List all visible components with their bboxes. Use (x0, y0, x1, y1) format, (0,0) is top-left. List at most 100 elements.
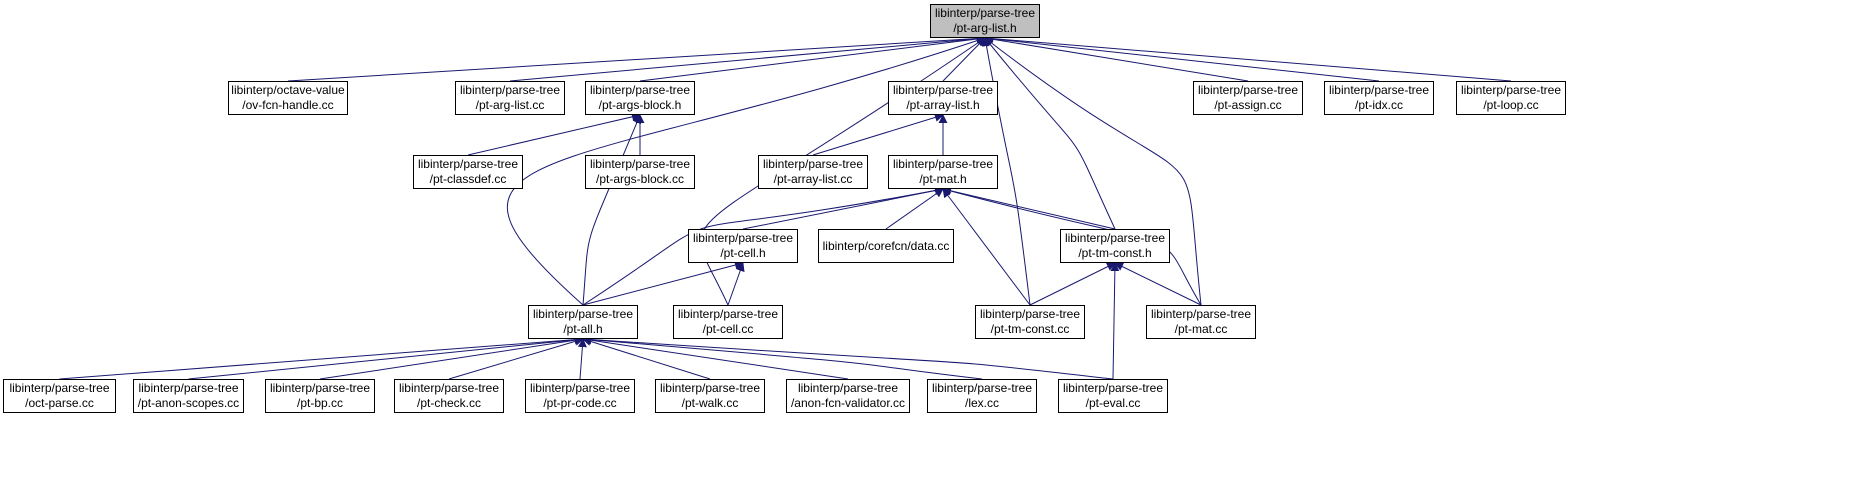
node-label-line2: /pt-check.cc (416, 396, 482, 410)
edge-pt_array_list_cc-to-pt_array_list_h (812, 113, 944, 156)
node-pt-array-list-cc[interactable]: libinterp/parse-tree /pt-array-list.cc (758, 155, 868, 189)
node-label-line2: /pt-tm-const.h (1078, 246, 1152, 260)
node-pt-loop-cc[interactable]: libinterp/parse-tree /pt-loop.cc (1456, 81, 1566, 115)
node-label-line2: /pt-classdef.cc (429, 172, 507, 186)
edge-pt_walk_cc-to-pt_all_h (582, 337, 711, 380)
node-label-line2: /pt-cell.cc (702, 322, 754, 336)
node-pt-all-h[interactable]: libinterp/parse-tree /pt-all.h (528, 305, 638, 339)
edge-anon_fcn_validator_cc-to-pt_all_h (582, 335, 849, 380)
node-label-line2: /pt-all.h (563, 322, 603, 336)
node-label-line1: libinterp/parse-tree (589, 83, 691, 97)
node-label-line2: /pt-args-block.cc (595, 172, 685, 186)
node-label-line1: libinterp/parse-tree (532, 307, 634, 321)
edge-data_cc-to-pt_mat_h (885, 188, 944, 230)
edge-pt_eval_cc-to-pt_all_h (582, 335, 1114, 380)
node-pt-classdef-cc[interactable]: libinterp/parse-tree /pt-classdef.cc (413, 155, 523, 189)
node-pt-bp-cc[interactable]: libinterp/parse-tree /pt-bp.cc (265, 379, 375, 413)
node-pt-array-list-h[interactable]: libinterp/parse-tree /pt-array-list.h (888, 81, 998, 115)
edge-pt_all_h-to-pt_cell_h (582, 260, 744, 306)
edge-pt_classdef_cc-to-pt_args_block_h (467, 112, 641, 156)
edge-pt_tm_const_cc-to-pt_tm_const_h (1029, 262, 1116, 306)
node-label-line2: /pt-tm-const.cc (990, 322, 1070, 336)
node-pt-args-block-h[interactable]: libinterp/parse-tree /pt-args-block.h (585, 81, 695, 115)
edge-pt_all_h-to-pt_args_block_h (582, 114, 642, 306)
node-pt-args-block-cc[interactable]: libinterp/parse-tree /pt-args-block.cc (585, 155, 695, 189)
node-label-line2: /oct-parse.cc (25, 396, 94, 410)
node-pt-cell-h[interactable]: libinterp/parse-tree /pt-cell.h (688, 229, 798, 263)
node-label-line1: libinterp/parse-tree (931, 381, 1033, 395)
node-pt-mat-cc[interactable]: libinterp/parse-tree /pt-mat.cc (1146, 305, 1256, 339)
node-label-line2: /pt-arg-list.h (953, 21, 1017, 35)
node-label-line1: libinterp/parse-tree (797, 381, 899, 395)
node-label-line2: /pt-mat.cc (1174, 322, 1228, 336)
node-data-cc[interactable]: libinterp/corefcn/data.cc (818, 229, 954, 263)
node-pt-idx-cc[interactable]: libinterp/parse-tree /pt-idx.cc (1324, 81, 1434, 115)
node-label-line1: libinterp/parse-tree (1150, 307, 1252, 321)
edge-pt_check_cc-to-pt_all_h (448, 337, 584, 380)
node-pt-arg-list-cc[interactable]: libinterp/parse-tree /pt-arg-list.cc (455, 81, 565, 115)
edge-pt_idx_cc-to-root (984, 34, 1380, 82)
node-pt-assign-cc[interactable]: libinterp/parse-tree /pt-assign.cc (1193, 81, 1303, 115)
node-label-line2: /anon-fcn-validator.cc (790, 396, 906, 410)
node-label-line2: /pt-arg-list.cc (475, 98, 545, 112)
node-label-line1: libinterp/parse-tree (417, 157, 519, 171)
node-label-line1: libinterp/parse-tree (1460, 83, 1562, 97)
edge-pt_all_h-to-root (506, 36, 986, 306)
edge-pt_mat_cc-to-root (984, 37, 1202, 306)
node-anon-fcn-validator-cc[interactable]: libinterp/parse-tree /anon-fcn-validator… (786, 379, 910, 413)
node-pt-cell-cc[interactable]: libinterp/parse-tree /pt-cell.cc (673, 305, 783, 339)
node-label-line2: /pt-loop.cc (1483, 98, 1539, 112)
node-label-line1: libinterp/parse-tree (979, 307, 1081, 321)
node-label-line2: /pt-args-block.h (598, 98, 682, 112)
node-label-line1: libinterp/parse-tree (692, 231, 794, 245)
edge-pt_cell_cc-to-root (700, 37, 986, 306)
node-pt-tm-const-cc[interactable]: libinterp/parse-tree /pt-tm-const.cc (975, 305, 1085, 339)
node-label-line2: /pt-pr-code.cc (543, 396, 617, 410)
node-label-line1: libinterp/parse-tree (1197, 83, 1299, 97)
node-label-line1: libinterp/parse-tree (1064, 231, 1166, 245)
edge-pt_loop_cc-to-root (984, 34, 1512, 82)
node-pt-tm-const-h[interactable]: libinterp/parse-tree /pt-tm-const.h (1060, 229, 1170, 263)
node-pt-mat-h[interactable]: libinterp/parse-tree /pt-mat.h (888, 155, 998, 189)
node-label-line2: /pt-array-list.h (906, 98, 980, 112)
node-lex-cc[interactable]: libinterp/parse-tree /lex.cc (927, 379, 1037, 413)
node-label-line1: libinterp/parse-tree (459, 83, 561, 97)
node-label-line1: libinterp/parse-tree (9, 381, 110, 395)
edge-lex_cc-to-pt_all_h (582, 335, 983, 380)
node-pt-check-cc[interactable]: libinterp/parse-tree /pt-check.cc (394, 379, 504, 413)
node-label-line2: /pt-idx.cc (1354, 98, 1403, 112)
edge-pt_mat_cc-to-pt_tm_const_h (1114, 262, 1202, 306)
node-label-line1: libinterp/parse-tree (1328, 83, 1430, 97)
node-label-line1: libinterp/parse-tree (589, 157, 691, 171)
edge-pt_tm_const_h-to-root (984, 37, 1116, 230)
edge-pt_pr_code_cc-to-pt_all_h (577, 338, 587, 380)
node-pt-arg-list-h: libinterp/parse-tree /pt-arg-list.h (930, 4, 1040, 38)
node-ov-fcn-handle-cc[interactable]: libinterp/octave-value /ov-fcn-handle.cc (228, 81, 348, 115)
node-pt-eval-cc[interactable]: libinterp/parse-tree /pt-eval.cc (1058, 379, 1168, 413)
node-label-line1: libinterp/parse-tree (529, 381, 631, 395)
node-label-line1: libinterp/parse-tree (677, 307, 779, 321)
edge-pt_tm_const_h-to-pt_mat_h (942, 186, 1116, 230)
node-label-line2: /pt-assign.cc (1214, 98, 1282, 112)
node-label-line2: /lex.cc (964, 396, 999, 410)
node-label-line1: libinterp/parse-tree (934, 6, 1036, 20)
node-label-line1: libinterp/octave-value (231, 83, 345, 97)
node-label-line1: libinterp/parse-tree (1062, 381, 1164, 395)
node-label-line1: libinterp/parse-tree (762, 157, 864, 171)
node-pt-walk-cc[interactable]: libinterp/parse-tree /pt-walk.cc (655, 379, 765, 413)
edge-pt_arg_list_cc-to-root (509, 34, 986, 82)
node-label-line2: /pt-bp.cc (296, 396, 344, 410)
node-label-line2: /pt-cell.h (720, 246, 766, 260)
node-label-line2: /pt-walk.cc (681, 396, 739, 410)
edge-pt_args_block_h-to-root (639, 34, 986, 82)
node-pt-anon-scopes-cc[interactable]: libinterp/parse-tree /pt-anon-scopes.cc (133, 379, 244, 413)
edge-pt_cell_h-to-pt_mat_h (742, 186, 944, 230)
node-label-line1: libinterp/parse-tree (659, 381, 761, 395)
node-label-line1: libinterp/parse-tree (892, 83, 994, 97)
edge-pt_bp_cc-to-pt_all_h (319, 335, 584, 380)
edge-pt_eval_cc-to-pt_tm_const_h (1110, 262, 1120, 380)
node-pt-pr-code-cc[interactable]: libinterp/parse-tree /pt-pr-code.cc (525, 379, 635, 413)
node-oct-parse-cc[interactable]: libinterp/parse-tree /oct-parse.cc (3, 379, 116, 413)
